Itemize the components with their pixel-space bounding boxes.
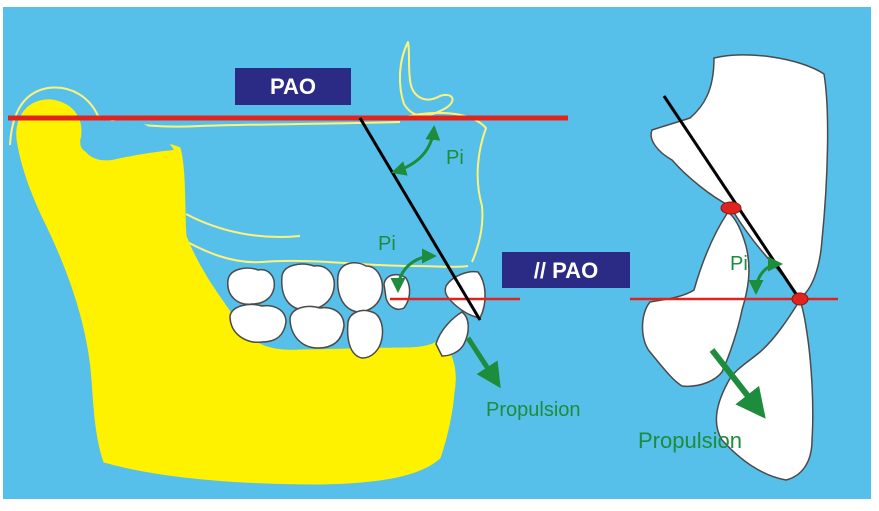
lower-molar-3	[346, 309, 384, 359]
lower-teeth	[229, 303, 469, 359]
contact-point-upper	[720, 201, 742, 215]
upper-molar-3	[336, 262, 384, 313]
pao-label-box	[235, 68, 351, 105]
incisal-guide-line-left	[358, 117, 482, 321]
contact-point-lower	[791, 292, 809, 306]
propulsion-label-right: Propulsion	[638, 428, 742, 453]
pao-label: PAO	[270, 74, 316, 99]
pi-label-lower: Pi	[378, 233, 396, 255]
lower-incisor	[435, 311, 469, 357]
angle-arrow-lower	[390, 248, 437, 293]
upper-teeth	[227, 262, 411, 313]
upper-molar-1	[227, 267, 276, 305]
parallel-pao-label-box	[502, 252, 630, 288]
pi-label-right: Pi	[730, 253, 748, 275]
lower-molar-2	[289, 305, 345, 349]
propulsion-label-left: Propulsion	[486, 399, 581, 421]
propulsion-arrow-right	[709, 348, 766, 419]
angle-arrow-upper	[391, 125, 441, 176]
parallel-pao-label: // PAO	[534, 258, 598, 283]
propulsion-arrow-left	[465, 336, 501, 389]
angle-arrow-right	[748, 256, 783, 295]
pi-label-upper: Pi	[446, 147, 464, 169]
upper-incisor-crown-right	[650, 54, 829, 300]
upper-molar-2	[281, 263, 335, 311]
lower-molar-1	[229, 303, 287, 343]
condyle-notch	[80, 119, 174, 161]
